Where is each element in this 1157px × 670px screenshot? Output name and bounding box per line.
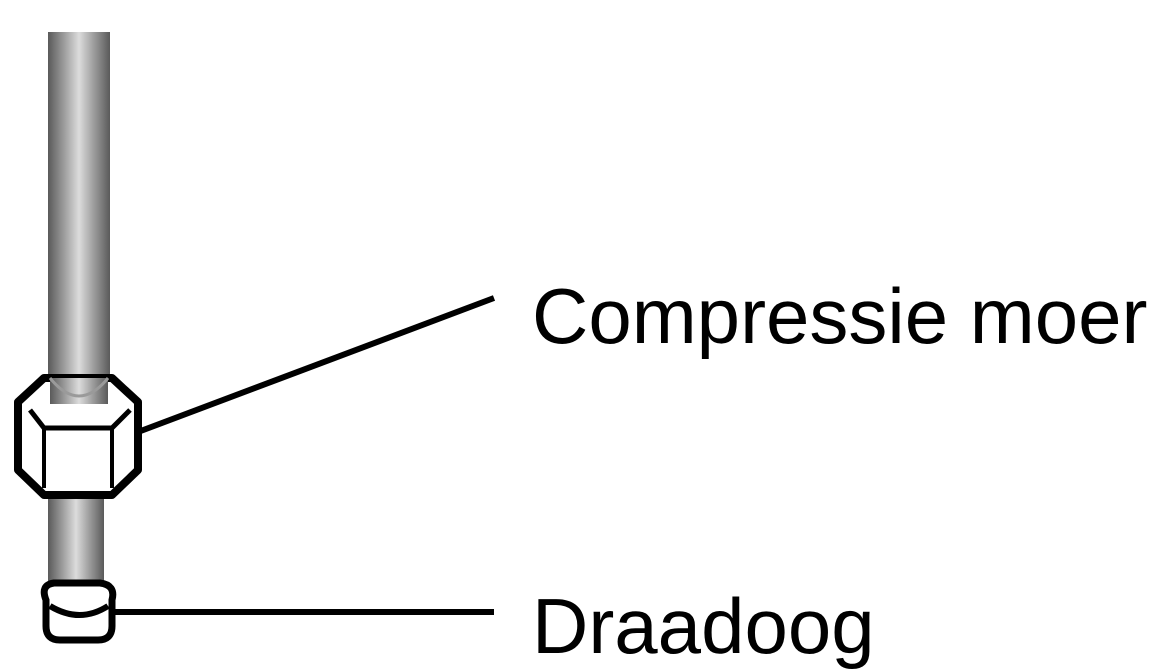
compression-nut-label: Compressie moer bbox=[532, 272, 1148, 360]
leader-line-compression-nut bbox=[136, 295, 496, 435]
fitting-diagram: Compressie moer Draadoog bbox=[14, 32, 1148, 665]
tube-upper bbox=[48, 32, 110, 417]
compression-nut-shape bbox=[14, 374, 142, 499]
fitting-illustration bbox=[14, 32, 496, 644]
ferrule-shape bbox=[40, 579, 117, 644]
ferrule-label: Draadoog bbox=[532, 582, 875, 670]
